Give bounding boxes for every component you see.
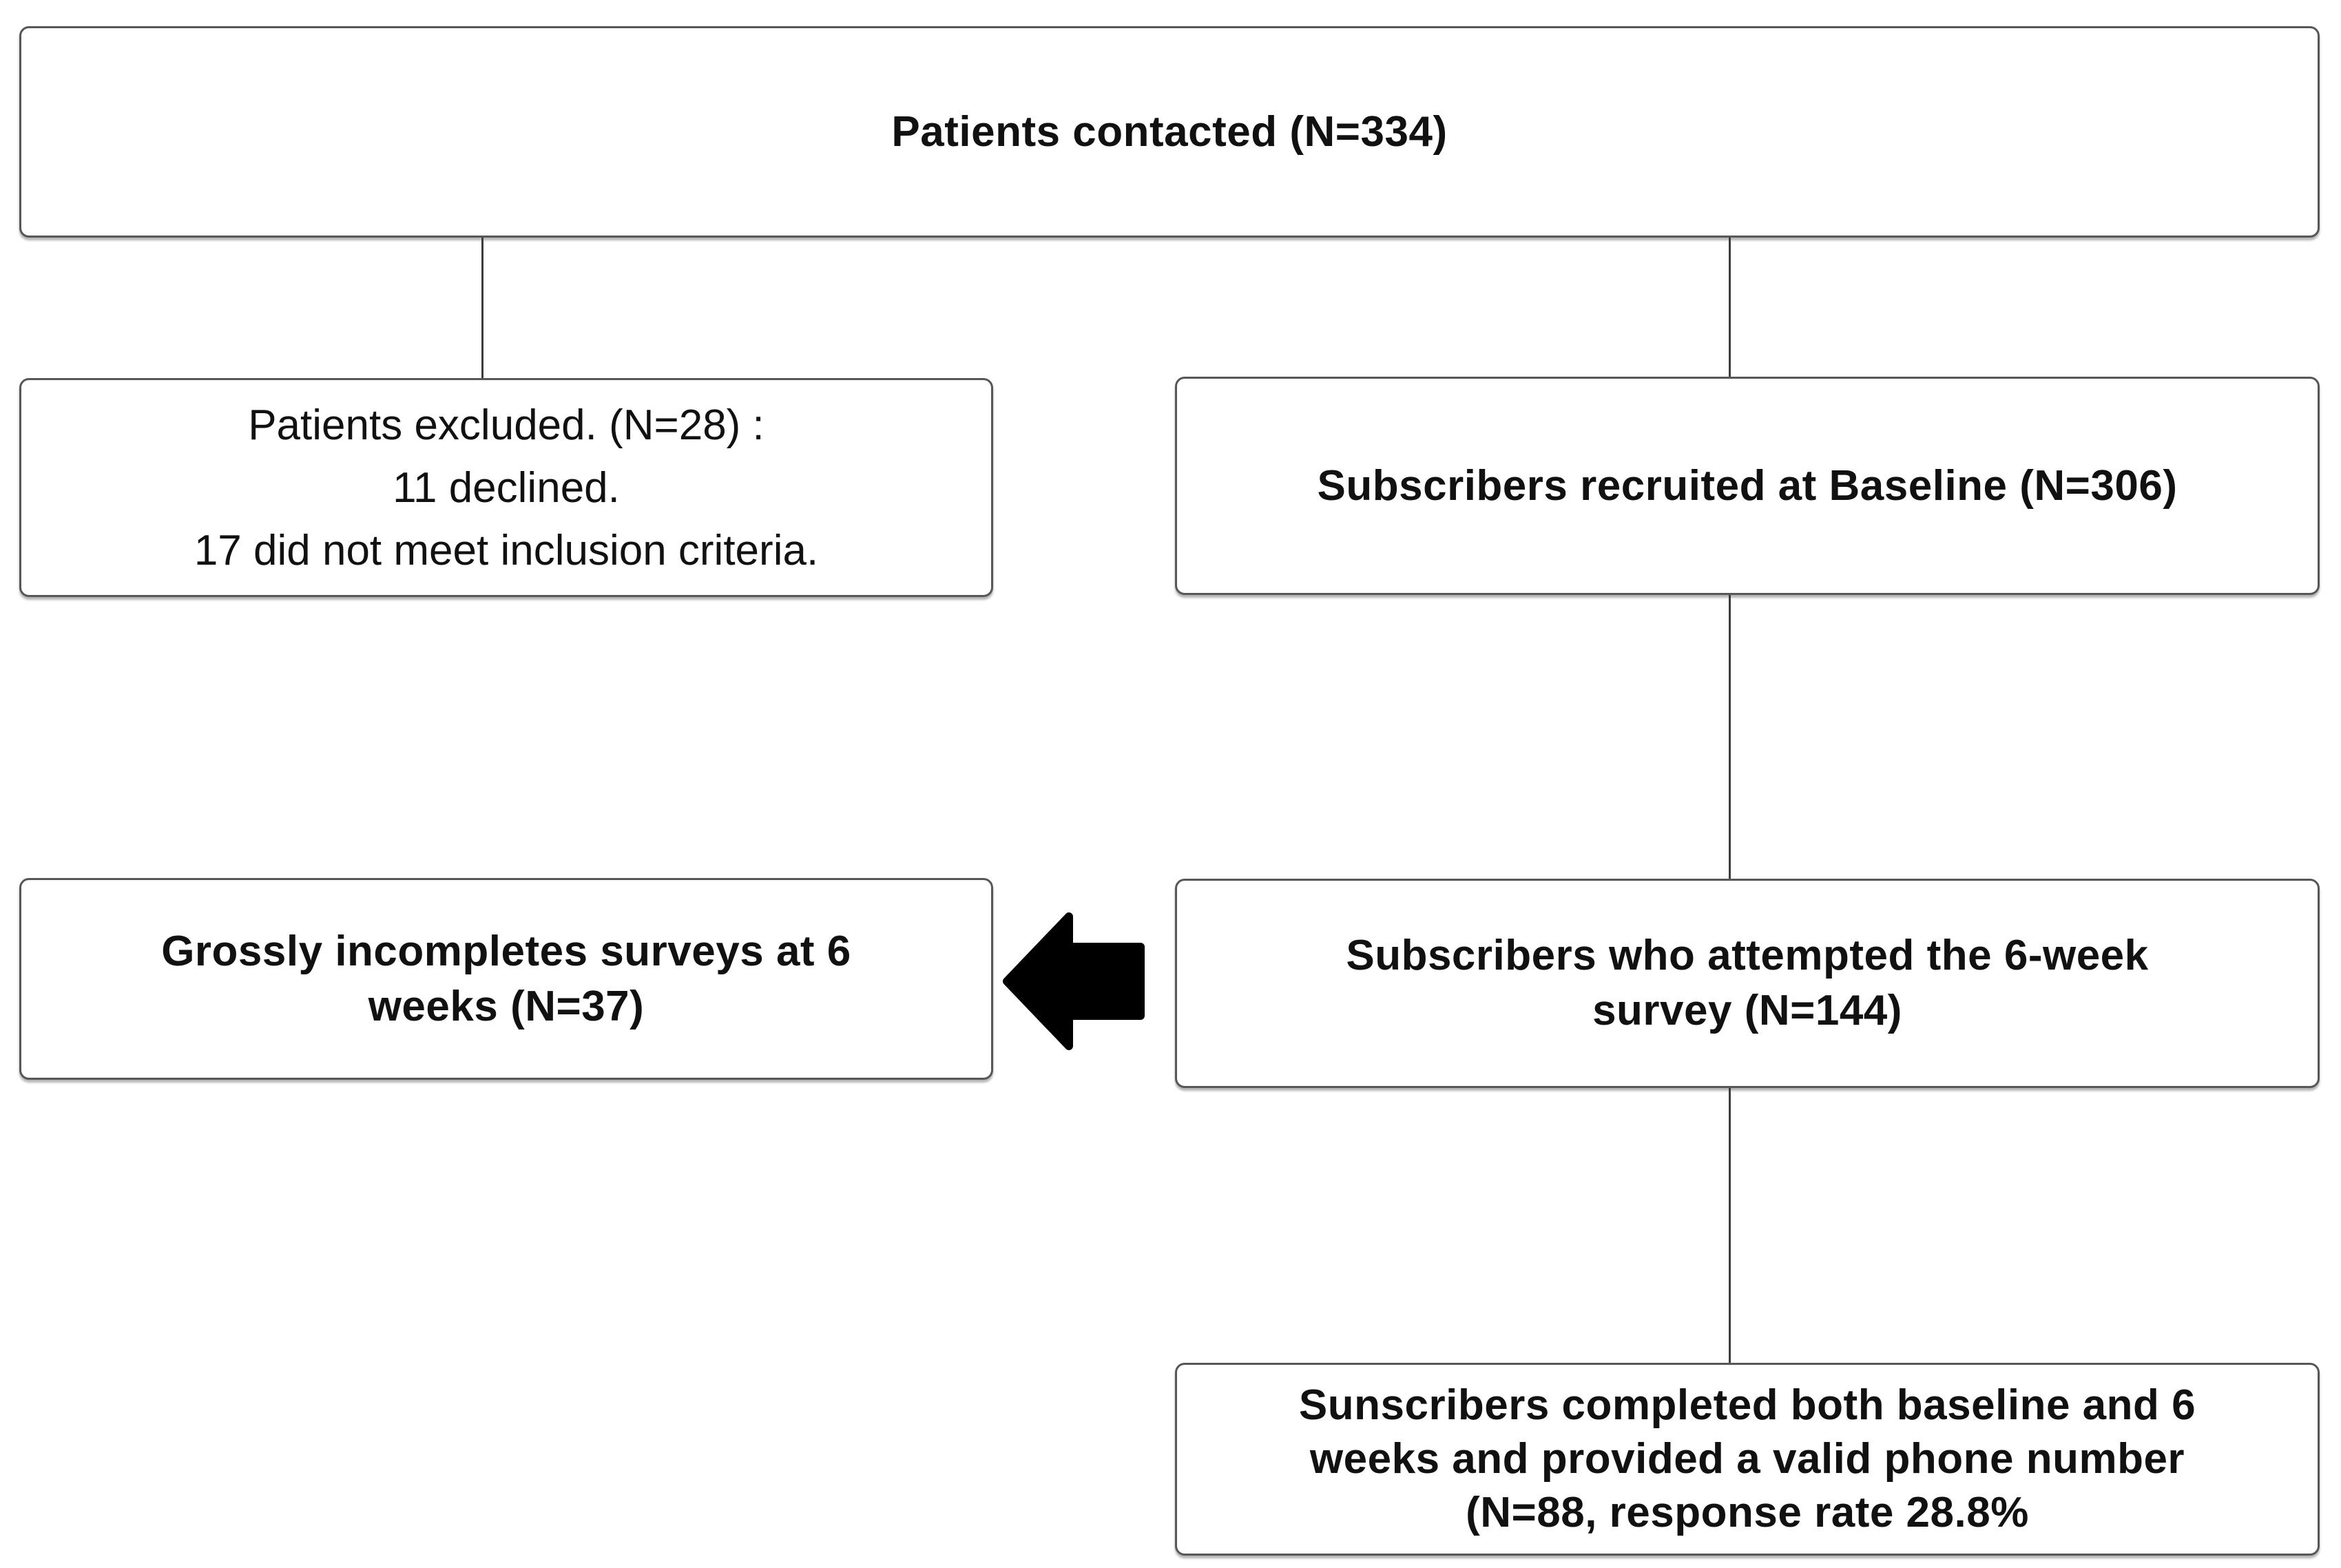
attempted-survey-line-2: survey (N=144) xyxy=(1592,987,1902,1034)
connector-contacted-to-recruited xyxy=(1729,238,1731,378)
patients-excluded-box: Patients excluded. (N=28) : 11 declined.… xyxy=(19,378,993,597)
connector-contacted-to-excluded xyxy=(481,238,483,379)
patients-excluded-line-2: 11 declined. xyxy=(393,463,620,512)
completed-both-line-1: Sunscribers completed both baseline and … xyxy=(1298,1381,2196,1429)
patients-contacted-label: Patients contacted (N=334) xyxy=(891,107,1448,156)
attempted-survey-line-1: Subscribers who attempted the 6-week xyxy=(1346,932,2149,979)
connector-recruited-to-attempted xyxy=(1729,595,1731,880)
grossly-incomplete-line-1: Grossly incompletes surveys at 6 xyxy=(161,927,851,975)
subscribers-recruited-label: Subscribers recruited at Baseline (N=306… xyxy=(1317,461,2178,510)
patients-excluded-line-3: 17 did not meet inclusion criteria. xyxy=(194,526,819,574)
grossly-incomplete-line-2: weeks (N=37) xyxy=(368,982,645,1030)
grossly-incomplete-box: Grossly incompletes surveys at 6 weeks (… xyxy=(19,878,993,1080)
patients-contacted-box: Patients contacted (N=334) xyxy=(19,26,2320,238)
patients-excluded-line-1: Patients excluded. (N=28) : xyxy=(248,401,764,449)
attempted-survey-box: Subscribers who attempted the 6-week sur… xyxy=(1175,879,2320,1088)
left-block-arrow-icon xyxy=(1003,912,1145,1050)
completed-both-line-3: (N=88, response rate 28.8% xyxy=(1466,1489,2029,1536)
completed-both-box: Sunscribers completed both baseline and … xyxy=(1175,1363,2320,1556)
completed-both-line-2: weeks and provided a valid phone number xyxy=(1309,1435,2185,1483)
connector-attempted-to-completed xyxy=(1729,1088,1731,1364)
subscribers-recruited-box: Subscribers recruited at Baseline (N=306… xyxy=(1175,377,2320,595)
